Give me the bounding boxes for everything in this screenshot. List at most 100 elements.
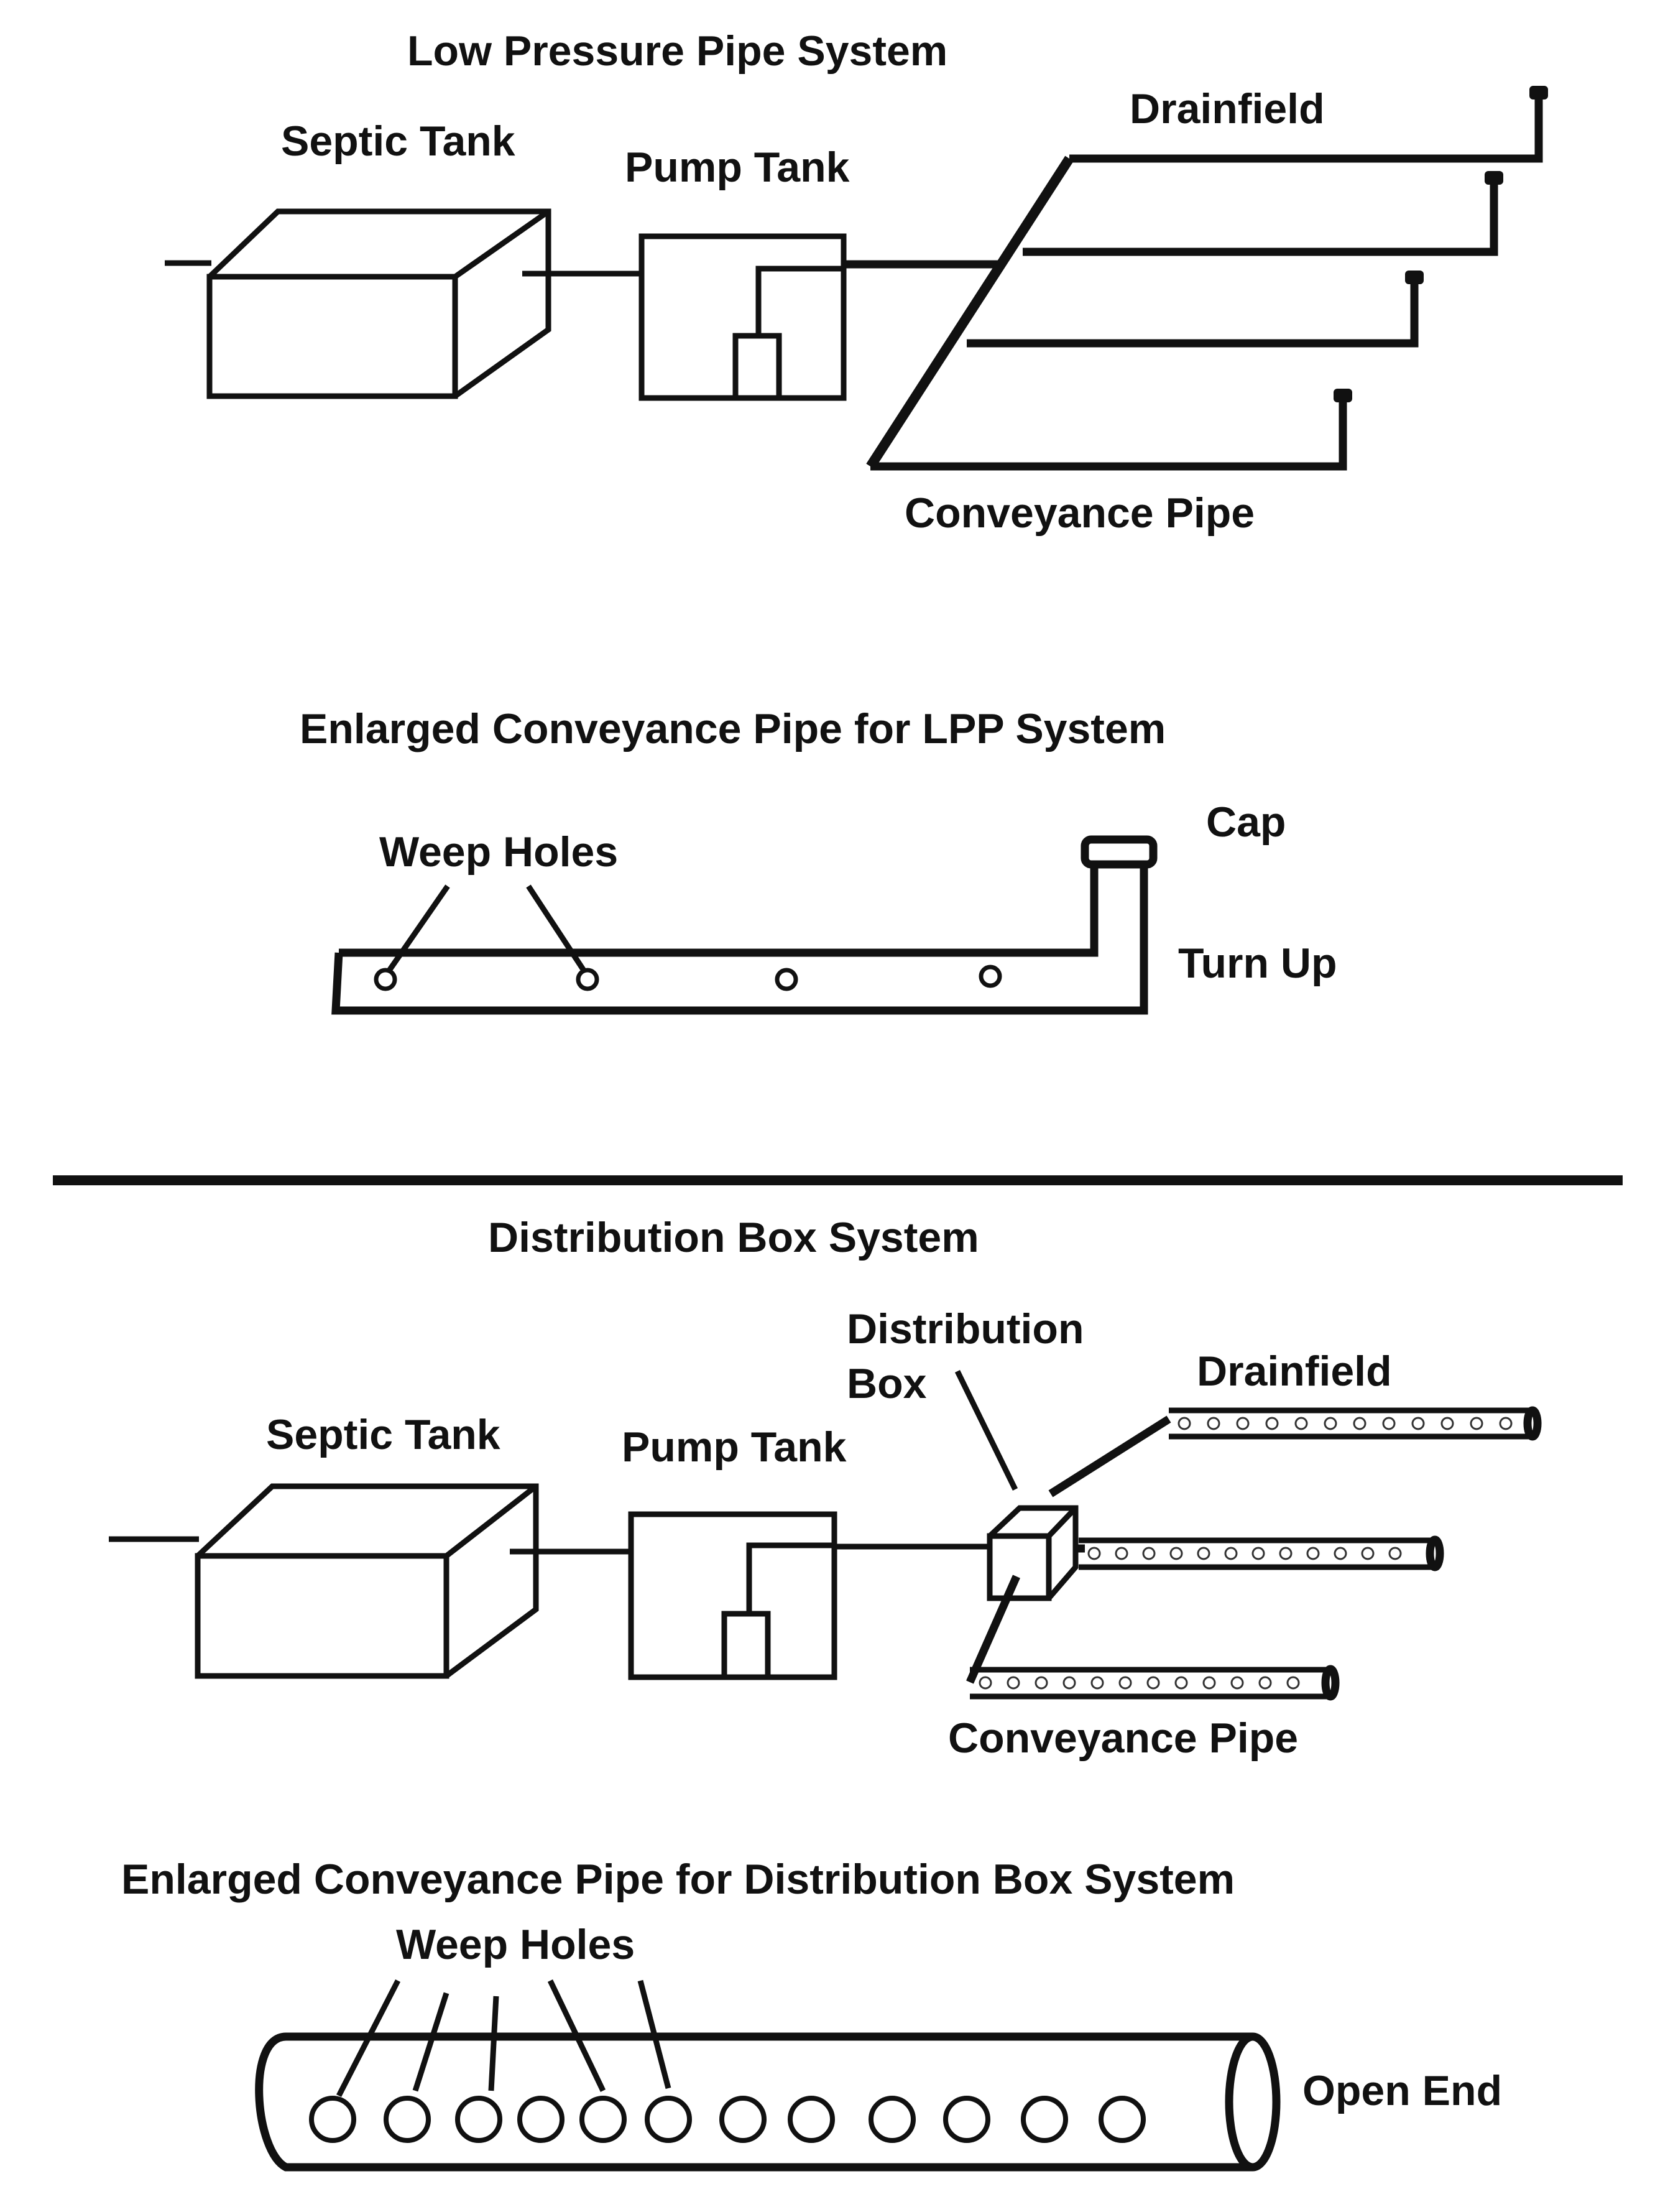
distribution-box-pointer xyxy=(954,1370,1018,1491)
lateral-weep-hole xyxy=(1382,1417,1396,1430)
weep-hole xyxy=(517,2096,565,2143)
lateral-weep-hole xyxy=(1115,1547,1128,1560)
lpp-system-section: Low Pressure Pipe System Septic Tank Pum… xyxy=(165,27,1548,537)
weep-hole xyxy=(719,2096,767,2143)
dbox-pump-tank-label: Pump Tank xyxy=(622,1423,847,1471)
weep-hole-pointer xyxy=(547,1979,606,2092)
dbox-enlarged-weep-holes xyxy=(309,2096,1146,2143)
dbox-lateral-connector xyxy=(1048,1415,1171,1497)
lpp-conveyance-pipe-label: Conveyance Pipe xyxy=(905,489,1255,537)
weep-hole xyxy=(579,2096,627,2143)
lateral-weep-hole xyxy=(1388,1547,1402,1560)
weep-hole xyxy=(1021,2096,1068,2143)
lateral-weep-hole xyxy=(1306,1547,1320,1560)
lateral-weep-hole xyxy=(1169,1547,1183,1560)
dbox-distribution-label-line1: Distribution xyxy=(847,1305,1084,1353)
weep-hole xyxy=(943,2096,990,2143)
weep-hole-pointer xyxy=(488,1996,499,2091)
dbox-weep-holes-label: Weep Holes xyxy=(396,1921,635,1968)
lateral-weep-hole xyxy=(1294,1417,1308,1430)
weep-hole-pointer xyxy=(526,884,587,973)
lateral-weep-hole xyxy=(1142,1547,1156,1560)
lpp-pump-tank xyxy=(638,233,847,401)
lateral-weep-hole xyxy=(1236,1417,1250,1430)
dbox-drainfield-laterals xyxy=(970,1406,1542,1701)
lateral-weep-hole xyxy=(1035,1676,1048,1690)
lateral-weep-hole xyxy=(1202,1676,1216,1690)
lpp-drainfield-label: Drainfield xyxy=(1130,85,1325,132)
lpp-conveyance-pipe xyxy=(866,155,1074,470)
lateral-weep-hole xyxy=(1265,1417,1279,1430)
lpp-enlarged-pipe xyxy=(331,866,1148,1015)
open-end-label: Open End xyxy=(1302,2067,1502,2114)
lateral-weep-hole xyxy=(1251,1547,1265,1560)
weep-hole xyxy=(576,968,599,991)
lateral-weep-hole xyxy=(1007,1676,1020,1690)
dbox-conveyance-pipe-label: Conveyance Pipe xyxy=(948,1715,1298,1762)
lpp-septic-tank xyxy=(206,208,551,399)
dbox-enlarged-section: Enlarged Conveyance Pipe for Distributio… xyxy=(121,1856,1502,2172)
dbox-pump-tank xyxy=(628,1511,837,1680)
weep-hole xyxy=(1099,2096,1146,2143)
lpp-pump-tank-label: Pump Tank xyxy=(625,144,850,191)
lateral-weep-hole xyxy=(1353,1417,1367,1430)
weep-hole xyxy=(374,968,397,991)
lateral-weep-hole xyxy=(1499,1417,1513,1430)
lpp-title: Low Pressure Pipe System xyxy=(407,27,947,75)
turn-up-label: Turn Up xyxy=(1178,940,1337,987)
lateral-weep-hole xyxy=(1470,1417,1483,1430)
dbox-system-section: Distribution Box System Septic Tank Pump… xyxy=(109,1214,1542,1762)
lateral-weep-hole xyxy=(1146,1676,1160,1690)
lateral-weep-hole xyxy=(1334,1547,1347,1560)
dbox-septic-tank xyxy=(195,1483,539,1679)
lateral-weep-hole xyxy=(1224,1547,1238,1560)
dbox-lateral-connector xyxy=(966,1575,1020,1684)
dbox-drainfield-label: Drainfield xyxy=(1197,1348,1392,1395)
weep-hole-pointer xyxy=(336,1979,401,2098)
lateral-weep-hole xyxy=(1090,1676,1104,1690)
lateral-weep-hole xyxy=(1087,1547,1101,1560)
weep-hole-pointer xyxy=(637,1979,671,2089)
pipe-cap xyxy=(1081,835,1158,869)
lpp-enlarged-title: Enlarged Conveyance Pipe for LPP System xyxy=(300,705,1166,752)
lateral-weep-hole xyxy=(1279,1547,1293,1560)
weep-hole xyxy=(645,2096,692,2143)
distribution-box xyxy=(987,1505,1079,1601)
dbox-septic-tank-label: Septic Tank xyxy=(266,1411,500,1458)
lateral-weep-hole xyxy=(1411,1417,1425,1430)
lpp-lateral-cap xyxy=(1405,271,1424,284)
weep-hole xyxy=(788,2096,835,2143)
dbox-enlarged-title: Enlarged Conveyance Pipe for Distributio… xyxy=(121,1856,1235,1903)
lpp-enlarged-section: Enlarged Conveyance Pipe for LPP System … xyxy=(300,705,1337,1015)
lateral-weep-hole xyxy=(979,1676,992,1690)
lateral-weep-hole xyxy=(1361,1547,1375,1560)
weep-hole xyxy=(384,2096,431,2143)
lpp-lateral-cap xyxy=(1529,86,1548,99)
lpp-weep-holes-label: Weep Holes xyxy=(379,828,618,876)
weep-hole-pointer xyxy=(386,884,450,973)
lateral-weep-hole xyxy=(1286,1676,1300,1690)
weep-hole xyxy=(869,2096,916,2143)
lateral-weep-hole xyxy=(1197,1547,1210,1560)
pipe-open-end xyxy=(1225,2032,1281,2172)
weep-hole xyxy=(979,965,1002,988)
weep-hole xyxy=(455,2096,502,2143)
lateral-weep-hole xyxy=(1324,1417,1337,1430)
lateral-weep-hole xyxy=(1207,1417,1220,1430)
lateral-weep-hole xyxy=(1118,1676,1132,1690)
lpp-septic-tank-label: Septic Tank xyxy=(281,118,515,165)
weep-hole xyxy=(775,968,798,991)
lateral-weep-hole xyxy=(1174,1676,1188,1690)
weep-hole-pointer xyxy=(412,1992,449,2092)
lateral-weep-hole xyxy=(1440,1417,1454,1430)
dbox-lateral-holes xyxy=(979,1417,1513,1690)
lpp-drainfield-laterals xyxy=(870,86,1548,471)
lateral-weep-hole xyxy=(1230,1676,1244,1690)
lateral-weep-hole xyxy=(1178,1417,1191,1430)
lateral-weep-hole xyxy=(1258,1676,1272,1690)
cap-label: Cap xyxy=(1206,798,1286,846)
lpp-lateral-cap xyxy=(1485,171,1503,185)
dbox-enlarged-pipe xyxy=(255,2032,1253,2172)
lpp-lateral-cap xyxy=(1334,389,1352,402)
